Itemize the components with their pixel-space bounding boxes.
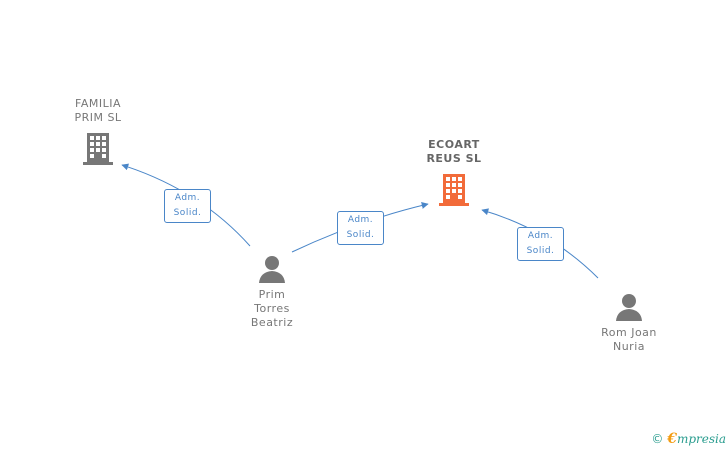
person-node-rom[interactable]: Rom Joan Nuria <box>589 292 669 354</box>
person-icon <box>259 256 285 283</box>
company-name[interactable]: ECOART REUS SL <box>426 138 482 165</box>
person-icon <box>616 294 642 321</box>
company-name[interactable]: FAMILIA PRIM SL <box>74 97 122 124</box>
company-node-familia[interactable]: FAMILIA PRIM SL <box>58 97 138 167</box>
person-name[interactable]: Prim Torres Beatriz <box>250 288 294 329</box>
building-icon <box>439 174 469 206</box>
copyright-symbol: © <box>651 432 664 446</box>
relation-label[interactable]: Adm. Solid. <box>517 227 564 261</box>
relation-label[interactable]: Adm. Solid. <box>337 211 384 245</box>
building-icon <box>83 133 113 165</box>
footer-brand: © €mpresia <box>651 431 726 447</box>
company-node-ecoart[interactable]: ECOART REUS SL <box>414 138 494 208</box>
person-node-prim[interactable]: Prim Torres Beatriz <box>232 254 312 330</box>
relation-label[interactable]: Adm. Solid. <box>164 189 211 223</box>
brand-logo: €mpresia <box>667 431 726 447</box>
person-name[interactable]: Rom Joan Nuria <box>601 326 657 353</box>
